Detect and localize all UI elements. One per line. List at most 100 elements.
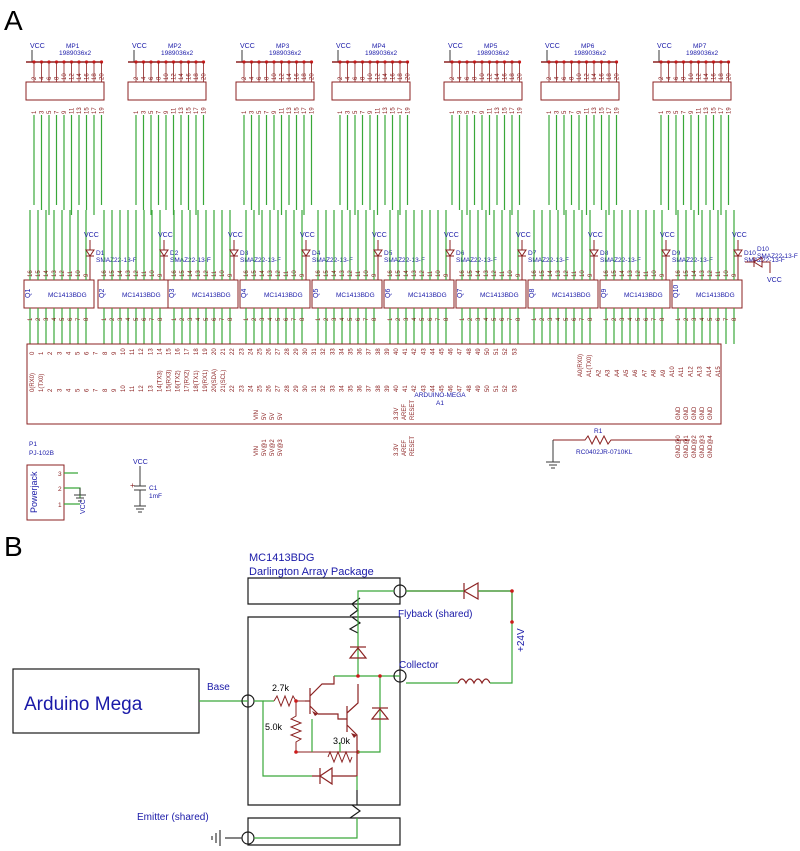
driver-pin-label: 15 — [252, 270, 258, 277]
arduino-analog-label: A7 — [642, 369, 648, 377]
diode-ref-label: D1 — [96, 250, 105, 257]
driver-pin-label: 5 — [204, 317, 210, 321]
connector-pin-label: 16 — [391, 73, 397, 80]
arduino-gnd-label: GND — [708, 406, 714, 420]
diode-vcc-label: VCC — [588, 232, 603, 239]
connector-pin-label: 17 — [398, 107, 404, 114]
connector-pin-label: 2 — [659, 76, 665, 80]
driver-pin-label: 9 — [660, 273, 666, 277]
driver-pin-label: 12 — [564, 270, 570, 277]
connector-pin-label: 3 — [142, 110, 148, 114]
connector-ref-label: MP3 — [276, 43, 290, 50]
driver-pin-label: 10 — [508, 270, 514, 277]
connector-pin-label: 15 — [712, 107, 718, 114]
driver-pin-label: 13 — [556, 270, 562, 277]
connector-pin-label: 4 — [250, 76, 256, 80]
powerjack-pin-1: 1 — [58, 502, 62, 509]
connector-vcc-label: VCC — [132, 43, 147, 50]
connector-ref-label: MP6 — [581, 43, 595, 50]
driver-pin-label: 16 — [316, 270, 322, 277]
arduino-analog-label: A11 — [679, 366, 685, 377]
driver-pin-label: 2 — [396, 317, 402, 321]
connector-pin-label: 1 — [32, 110, 38, 114]
driver-pin-label: 11 — [572, 270, 578, 277]
driver-pin-label: 16 — [28, 270, 34, 277]
connector-vcc-label: VCC — [545, 43, 560, 50]
r2-b-label: 5.0k — [265, 722, 283, 732]
driver-pin-label: 13 — [268, 270, 274, 277]
arduino-analog-label: A1(TX0) — [587, 355, 593, 377]
arduino-gnd-pin: GND@0 — [676, 435, 682, 458]
driver-ref-label: Q2 — [99, 289, 106, 298]
r1-ref-label: R1 — [594, 428, 603, 435]
driver-pin-label: 15 — [110, 270, 116, 277]
arduino-pin-label: 17(RX2) — [185, 370, 191, 392]
arduino-pin-label: 30 — [303, 385, 309, 392]
driver-pin-label: 4 — [126, 317, 132, 321]
diode-ref-label: D6 — [456, 250, 465, 257]
driver-pin-label: 5 — [276, 317, 282, 321]
arduino-analog-label: A6 — [633, 369, 639, 377]
connector-pin-label: 10 — [577, 73, 583, 80]
driver-pin-label: 4 — [196, 317, 202, 321]
diode-vcc-label: VCC — [516, 232, 531, 239]
connector-pin-label: 10 — [689, 73, 695, 80]
driver-pin-label: 14 — [548, 270, 554, 277]
arduino-pin-number: 40 — [394, 348, 400, 355]
driver-pin-label: 1 — [172, 317, 178, 321]
power-jack-p1: P1 PJ-102B Powerjack 3 2 1 VCC — [26, 441, 87, 521]
connector-pin-label: 13 — [77, 107, 83, 114]
connector-pin-label: 4 — [142, 76, 148, 80]
driver-pin-label: 4 — [268, 317, 274, 321]
arduino-pin-label: 40 — [394, 385, 400, 392]
connector-value-label: 1989036x2 — [477, 50, 510, 57]
diode-d10: D10 SMAZ22-13-F VCC — [745, 246, 798, 284]
connector-pin-label: 8 — [265, 76, 271, 80]
connector-pin-label: 5 — [149, 110, 155, 114]
driver-pin-label: 9 — [300, 273, 306, 277]
arduino-analog-label: A4 — [615, 369, 621, 377]
diode-ref-label: D4 — [312, 250, 321, 257]
diode-ref-label: D5 — [384, 250, 393, 257]
powerjack-ref-label: P1 — [29, 441, 37, 448]
panel-b-label: B — [4, 531, 23, 562]
connector-pin-label: 2 — [242, 76, 248, 80]
connector-pin-label: 16 — [712, 73, 718, 80]
driver-pin-label: 13 — [412, 270, 418, 277]
driver-pin-label: 11 — [68, 270, 74, 277]
connector-pin-label: 6 — [257, 76, 263, 80]
arduino-analog-label: A2 — [596, 369, 602, 377]
connector-pin-label: 3 — [250, 110, 256, 114]
driver-pin-label: 7 — [220, 317, 226, 321]
driver-ref-label: Q5 — [313, 289, 320, 298]
connector-pin-label: 18 — [607, 73, 613, 80]
driver-pin-label: 12 — [134, 270, 140, 277]
arduino-pin-label: 23 — [239, 385, 245, 392]
chip-name-label: MC1413BDG — [249, 552, 314, 564]
connector-pin-label: 18 — [719, 73, 725, 80]
arduino-pin-number: 24 — [248, 348, 254, 355]
connector-pin-label: 1 — [547, 110, 553, 114]
arduino-pin-label: 41 — [403, 385, 409, 392]
connector-pin-label: 7 — [570, 110, 576, 114]
driver-pin-label: 10 — [724, 270, 730, 277]
arduino-pin-label: 38 — [376, 385, 382, 392]
arduino-pin-number: 22 — [230, 348, 236, 355]
arduino-pin-label: 48 — [467, 385, 473, 392]
arduino-power-label: 5V — [270, 413, 276, 420]
driver-value-label: MC1413BDG — [122, 292, 161, 299]
arduino-pin-number: 16 — [176, 348, 182, 355]
arduino-pin-number: 48 — [467, 348, 473, 355]
driver-value-label: MC1413BDG — [624, 292, 663, 299]
diode-vcc-label: VCC — [300, 232, 315, 239]
arduino-ref-pin-label: AREF — [402, 404, 408, 420]
arduino-pin-number: 34 — [339, 348, 345, 355]
driver-pin-label: 8 — [660, 317, 666, 321]
connector-pin-label: 15 — [85, 107, 91, 114]
driver-value-label: MC1413BDG — [264, 292, 303, 299]
arduino-pin-number: 4 — [66, 351, 72, 355]
